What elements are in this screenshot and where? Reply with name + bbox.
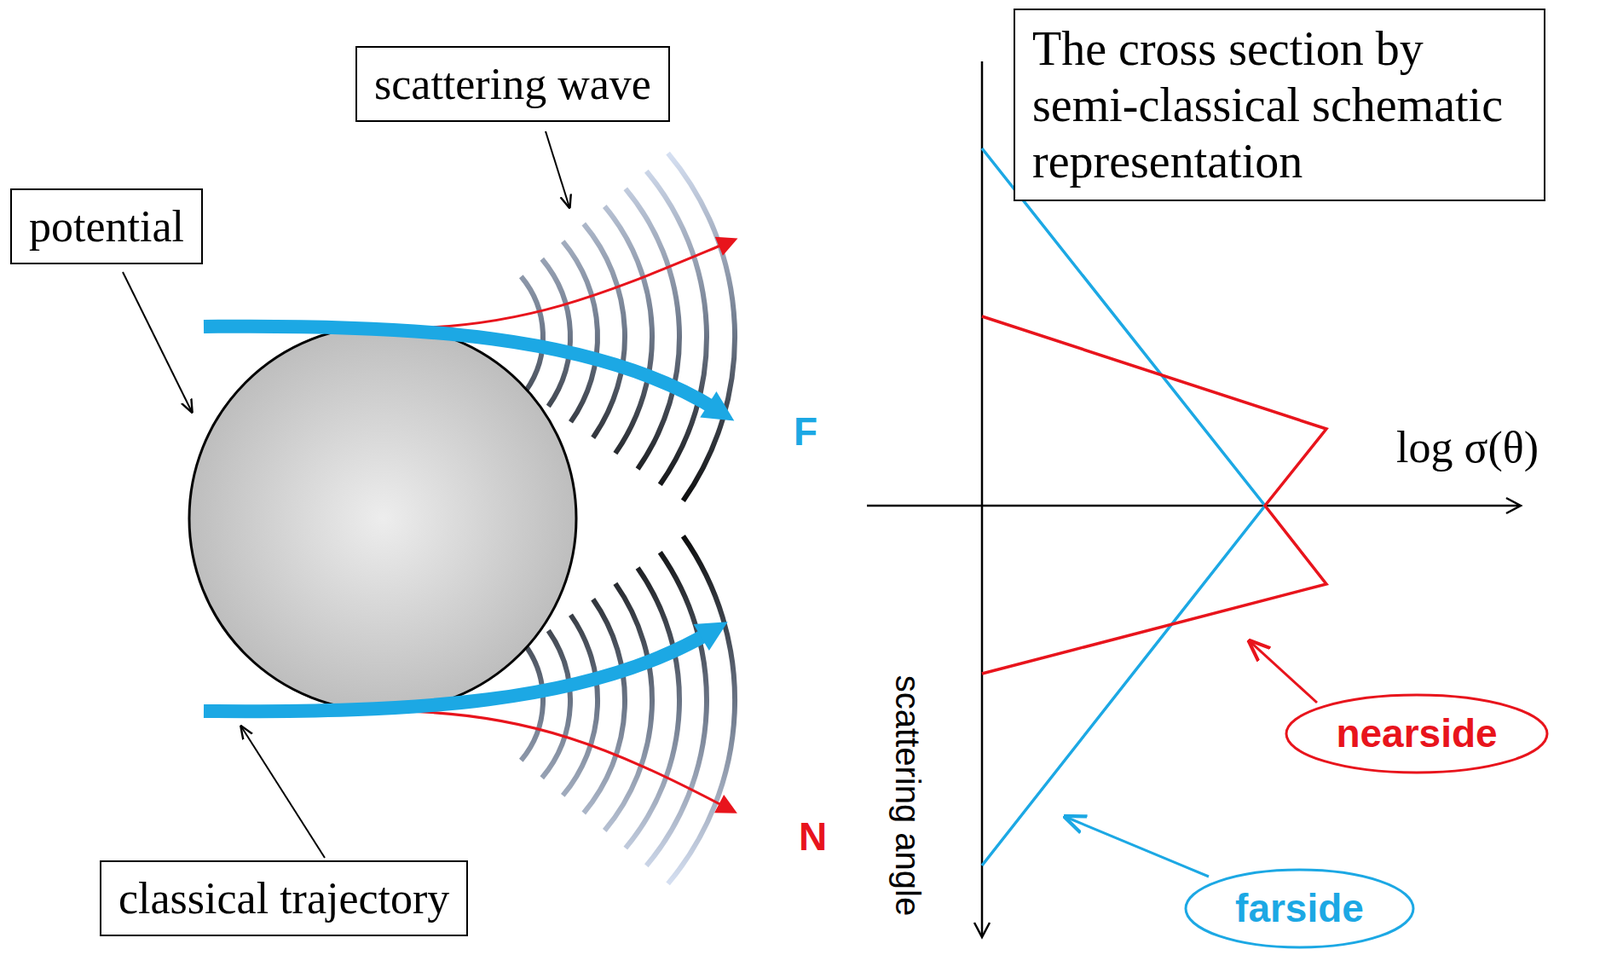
callout-text: farside	[1235, 885, 1364, 931]
box-text: classical trajectory	[118, 872, 450, 925]
red-trajectory	[398, 243, 725, 329]
blue-trajectory	[203, 326, 717, 410]
trajectory-letter: F	[793, 409, 818, 455]
label-box: scattering wave	[355, 46, 671, 122]
callout-ellipse: farside	[1184, 867, 1416, 949]
vertical-axis	[981, 61, 984, 936]
box-text: potential	[28, 200, 185, 253]
leader-line	[241, 726, 325, 858]
title-box: The cross section by semi-classical sche…	[1013, 8, 1546, 202]
leader-line	[545, 131, 570, 208]
nearside-curve	[981, 316, 1327, 674]
leader-line	[1249, 641, 1317, 703]
label-box: potential	[10, 188, 203, 265]
callout-text: nearside	[1335, 710, 1497, 757]
axis-arrow	[974, 922, 990, 937]
label-box: classical trajectory	[99, 860, 468, 936]
box-text: The cross section by semi-classical sche…	[1032, 20, 1527, 190]
leader-line	[1065, 816, 1209, 877]
ellipse-shape	[1286, 694, 1548, 773]
callout-ellipse: nearside	[1284, 693, 1549, 775]
axis-arrow	[1506, 497, 1521, 514]
red-trajectory	[398, 710, 725, 807]
blue-trajectory	[203, 632, 710, 711]
farside-curve	[981, 148, 1265, 866]
leader-line	[122, 271, 192, 412]
horizontal-axis	[866, 504, 1520, 508]
box-text: scattering wave	[374, 57, 652, 110]
trajectory-letter: N	[798, 814, 827, 860]
axis-label: scattering angle	[888, 675, 928, 916]
potential-sphere	[189, 325, 577, 711]
axis-label: log σ(θ)	[1396, 421, 1539, 474]
ellipse-shape	[1185, 869, 1414, 948]
